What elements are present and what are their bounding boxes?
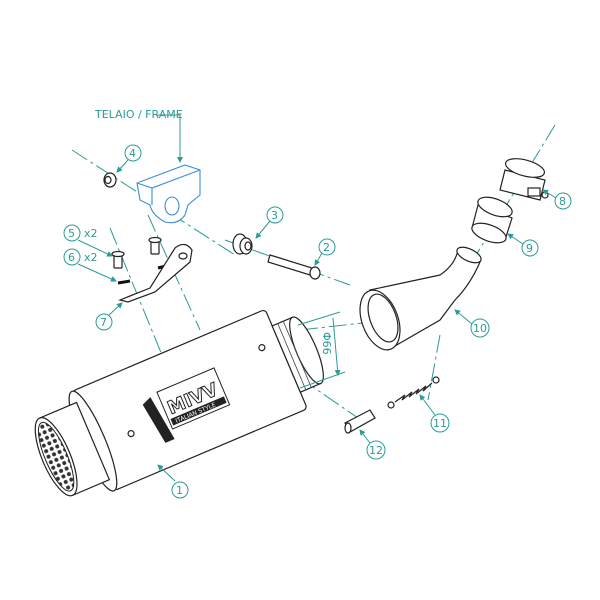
part-5-bushes [111, 236, 162, 269]
frame-label: TELAIO / FRAME [94, 108, 183, 121]
svg-text:10: 10 [473, 322, 487, 335]
svg-text:8: 8 [559, 195, 566, 208]
svg-text:3: 3 [271, 209, 278, 222]
part-1-muffler: MIVV ITALIAN STYLE [34, 309, 324, 497]
svg-text:11: 11 [433, 417, 447, 430]
svg-text:9: 9 [526, 242, 533, 255]
callouts: 1 2 3 4 5 x2 6 x2 7 8 9 10 11 12 [63, 144, 572, 499]
mivv-logo: MIVV ITALIAN STYLE [142, 367, 231, 443]
svg-text:x2: x2 [84, 227, 98, 240]
callout-9: 9 [507, 233, 539, 257]
svg-text:1: 1 [176, 484, 183, 497]
svg-text:12: 12 [369, 444, 383, 457]
callout-4: 4 [116, 144, 142, 173]
part-2-bolt [267, 254, 321, 280]
callout-2: 2 [314, 238, 336, 266]
svg-text:7: 7 [100, 316, 107, 329]
svg-text:5: 5 [68, 227, 75, 240]
callout-6: 6 x2 [63, 248, 117, 282]
callout-5: 5 x2 [63, 224, 113, 257]
part-12-spacer [344, 409, 376, 434]
part-9-sleeve [471, 196, 513, 244]
part-11-spring [387, 376, 440, 409]
dimension-label: Φ66 [320, 332, 333, 355]
callout-1: 1 [157, 464, 189, 499]
svg-text:2: 2 [323, 241, 330, 254]
part-4-nut [103, 172, 117, 188]
part-8-clamp [499, 158, 549, 201]
part-7-bracket [118, 243, 193, 303]
callout-10: 10 [454, 309, 490, 338]
callout-3: 3 [255, 206, 284, 239]
part-10-link-pipe [359, 246, 482, 351]
diameter-dimension: Φ66 [297, 311, 346, 389]
callout-12: 12 [359, 429, 386, 460]
frame-bracket: TELAIO / FRAME [94, 108, 201, 224]
callout-8: 8 [542, 189, 572, 210]
callout-7: 7 [95, 302, 123, 331]
callout-11: 11 [419, 394, 450, 433]
part-3-grommet [232, 233, 253, 255]
svg-text:6: 6 [68, 251, 75, 264]
svg-text:x2: x2 [84, 251, 98, 264]
svg-text:4: 4 [129, 147, 136, 160]
